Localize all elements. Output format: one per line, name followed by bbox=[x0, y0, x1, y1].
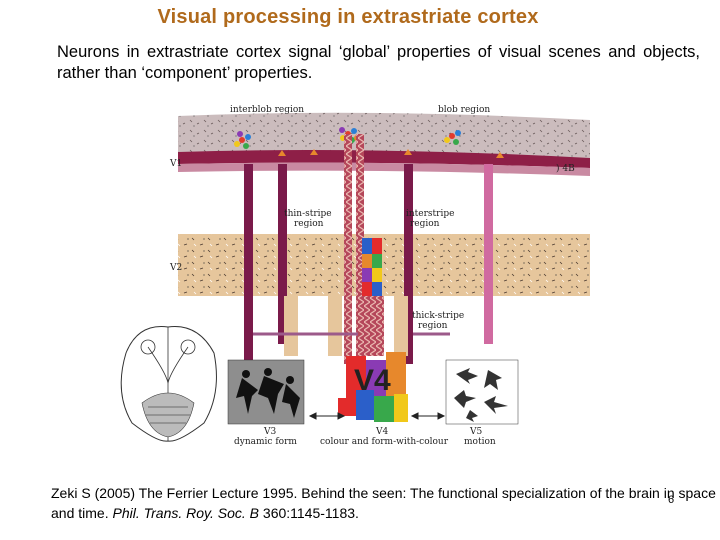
v3-desc: dynamic form bbox=[234, 437, 297, 447]
v5-panel bbox=[445, 359, 519, 425]
page-number: 6 bbox=[668, 494, 675, 506]
thick-stripe-label-2: region bbox=[418, 321, 448, 331]
v1-label: V1 bbox=[169, 159, 182, 169]
thin-stripe-label-2: region bbox=[294, 219, 324, 229]
v5-label: V5 bbox=[469, 427, 482, 437]
v4-desc: colour and form-with-colour bbox=[320, 437, 449, 447]
citation-volume: 360:1145-1183. bbox=[259, 505, 359, 521]
v3-panel bbox=[227, 359, 305, 425]
interblob-label: interblob region bbox=[230, 105, 304, 115]
v4-panel-label: V4 bbox=[354, 364, 391, 397]
visual-cortex-figure: V4 interblob region blob region V1 ) 4B … bbox=[120, 105, 590, 447]
brain-sketch-icon bbox=[120, 326, 217, 442]
thick-stripe-label-1: thick-stripe bbox=[412, 311, 464, 321]
pathways bbox=[244, 134, 493, 384]
intro-text: Neurons in extrastriate cortex signal ‘g… bbox=[57, 43, 700, 82]
interstripe-label-1: interstripe bbox=[406, 209, 454, 219]
citation-text: Zeki S (2005) The Ferrier Lecture 1995. … bbox=[51, 485, 716, 521]
v2-band bbox=[178, 234, 590, 296]
blob-label: blob region bbox=[438, 105, 490, 115]
v3-label: V3 bbox=[263, 427, 276, 437]
panel-arrows bbox=[308, 412, 446, 420]
citation: Zeki S (2005) The Ferrier Lecture 1995. … bbox=[51, 483, 716, 523]
slide-title: Visual processing in extrastriate cortex bbox=[157, 6, 539, 28]
v2-label: V2 bbox=[169, 263, 182, 273]
v4-label: V4 bbox=[375, 427, 388, 437]
colour-column bbox=[360, 238, 384, 356]
interstripe-label-2: region bbox=[410, 219, 440, 229]
layer-4b-label: ) 4B bbox=[556, 163, 575, 174]
v5-desc: motion bbox=[464, 437, 496, 447]
citation-journal: Phil. Trans. Roy. Soc. B bbox=[112, 505, 260, 521]
thin-stripe-label-1: thin-stripe bbox=[284, 209, 332, 219]
v4-panel: V4 bbox=[338, 352, 408, 422]
